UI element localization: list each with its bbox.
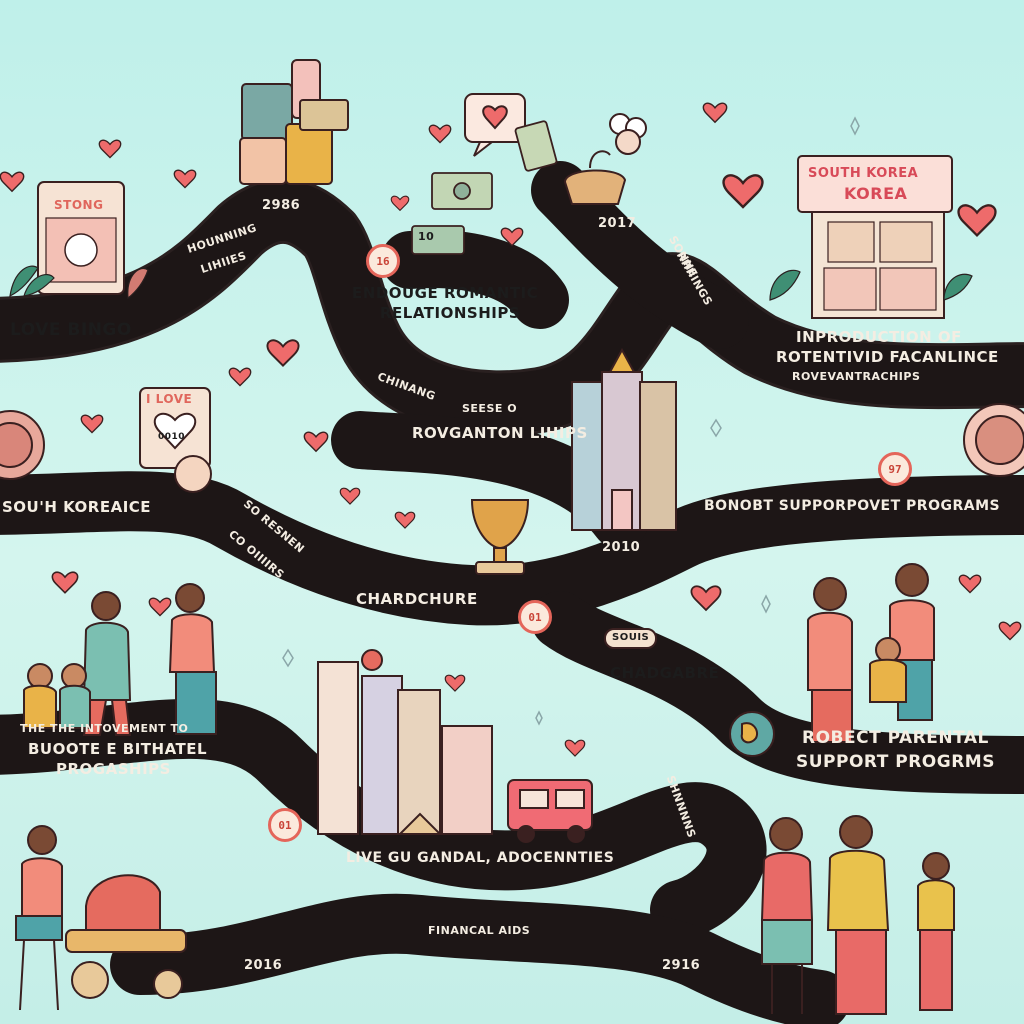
family-group-right — [807, 563, 935, 743]
plant-decoration — [9, 265, 149, 300]
badge-16: 16 — [366, 244, 400, 278]
heart-icon — [228, 367, 252, 387]
heart-icon — [428, 124, 452, 144]
food-truck — [507, 779, 593, 843]
year-label-bottom-right: 2916 — [662, 958, 701, 973]
flower-pot — [563, 113, 647, 205]
encourage-romantic-line-1: ENDOUGE ROMANTIC — [352, 284, 539, 302]
intro-left-line-3: PROGASHIPS — [56, 760, 171, 778]
plant-decoration — [769, 269, 973, 301]
trophy — [470, 499, 530, 575]
heart-icon — [690, 585, 722, 612]
heart-icon — [266, 339, 300, 367]
sparkle-icon — [535, 710, 543, 726]
road-path — [0, 181, 1024, 434]
heart-icon — [957, 204, 997, 238]
sparkles — [282, 116, 860, 726]
i-love-card — [139, 387, 212, 493]
road-path — [0, 471, 1024, 626]
introduction-line-2: ROTENTIVID FACANLINCE — [776, 348, 999, 366]
introduction-line-3: ROVEVANTRACHIPS — [792, 370, 921, 383]
road-path — [110, 893, 850, 1024]
badge-01-upper: 01 — [518, 600, 552, 634]
financial-aids-label: FINANCAL AIDS — [428, 924, 531, 937]
i-love-card-text: I LOVE — [146, 392, 193, 406]
heart-icon — [394, 511, 416, 529]
heart-icon — [564, 739, 586, 757]
korea-sign-line-2: KOREA — [844, 184, 908, 203]
chadgabre-label: CHADGABRE — [610, 664, 720, 682]
money-card-text: 10 — [418, 230, 435, 243]
globe-coin — [963, 403, 1024, 477]
boost-support-programs-label: BONOBT SUPPORPOVET PROGRAMS — [704, 498, 1001, 514]
love-bingo-label: LOVE BINGO — [10, 320, 132, 340]
heart-icon — [51, 571, 79, 594]
heart-icon — [500, 227, 524, 247]
robect-parental-line-2: SUPPORT PROGRMS — [796, 752, 995, 772]
korea-sign-line-1: SOUTH KOREA — [808, 166, 919, 181]
heart-icon — [722, 174, 764, 209]
heart-icon — [702, 102, 728, 124]
korea-signboard — [797, 155, 953, 319]
year-label-middle: 2010 — [602, 540, 641, 555]
bingo-card-text: STONG — [54, 198, 104, 212]
road-note-chinang-b: SEESE O — [462, 402, 518, 415]
globe-icon — [729, 711, 775, 757]
encourage-romantic-line-2: RELATIONSHIPS — [380, 304, 521, 322]
south-korea-label: SOU'H KOREAICE — [2, 498, 152, 516]
sparkle-icon — [850, 116, 860, 136]
heart-icon — [80, 414, 104, 434]
heart-icon — [0, 171, 25, 193]
heart-icon — [98, 139, 122, 159]
intro-left-line-1: THE THE INTOVEMENT TO — [20, 722, 189, 735]
sparkle-icon — [282, 648, 294, 668]
heart-bubble — [464, 93, 526, 157]
year-label-top-left: 2986 — [262, 198, 301, 213]
road-path — [531, 161, 749, 349]
badge-97: 97 — [878, 452, 912, 486]
year-label-top-right: 2017 — [598, 216, 637, 231]
robect-parental-line-1: ROBECT PARENTAL — [802, 728, 989, 748]
family-walking — [760, 815, 955, 1015]
sparkle-icon — [710, 418, 722, 438]
city-skyline — [317, 649, 493, 835]
coin — [0, 410, 45, 480]
chardchure-label: CHARDCHURE — [356, 590, 478, 608]
heart-icon — [303, 431, 329, 453]
heart-icon — [148, 597, 172, 617]
i-love-card-number: 0010 — [158, 432, 186, 442]
heart-icon — [444, 674, 466, 692]
sparkle-icon — [761, 594, 771, 614]
heart-icon — [173, 169, 197, 189]
live-guidance-label: LIVE GU GANDAL, ADOCENNTIES — [346, 850, 615, 866]
heart-icon — [958, 574, 982, 594]
building-cluster — [571, 347, 677, 531]
revo-relationships-label: ROVGANTON LIHIPS — [412, 424, 588, 442]
family-group-left — [23, 583, 217, 736]
introduction-line-1: INPRODUCTION OF — [796, 328, 962, 346]
money-bills — [411, 120, 558, 255]
cake-tag: SOUIS — [604, 628, 658, 649]
heart-icon — [390, 195, 410, 212]
floating-hearts — [0, 102, 1022, 757]
mother-with-stroller — [15, 825, 187, 1011]
coin-stack — [239, 59, 349, 185]
road-path — [381, 230, 569, 329]
heart-icon — [339, 487, 361, 505]
bingo-card — [37, 181, 125, 295]
intro-left-line-2: BUOOTE E BITHATEL — [28, 740, 208, 758]
year-label-bottom-left: 2016 — [244, 958, 283, 973]
badge-01-lower: 01 — [268, 808, 302, 842]
heart-icon — [998, 621, 1022, 641]
